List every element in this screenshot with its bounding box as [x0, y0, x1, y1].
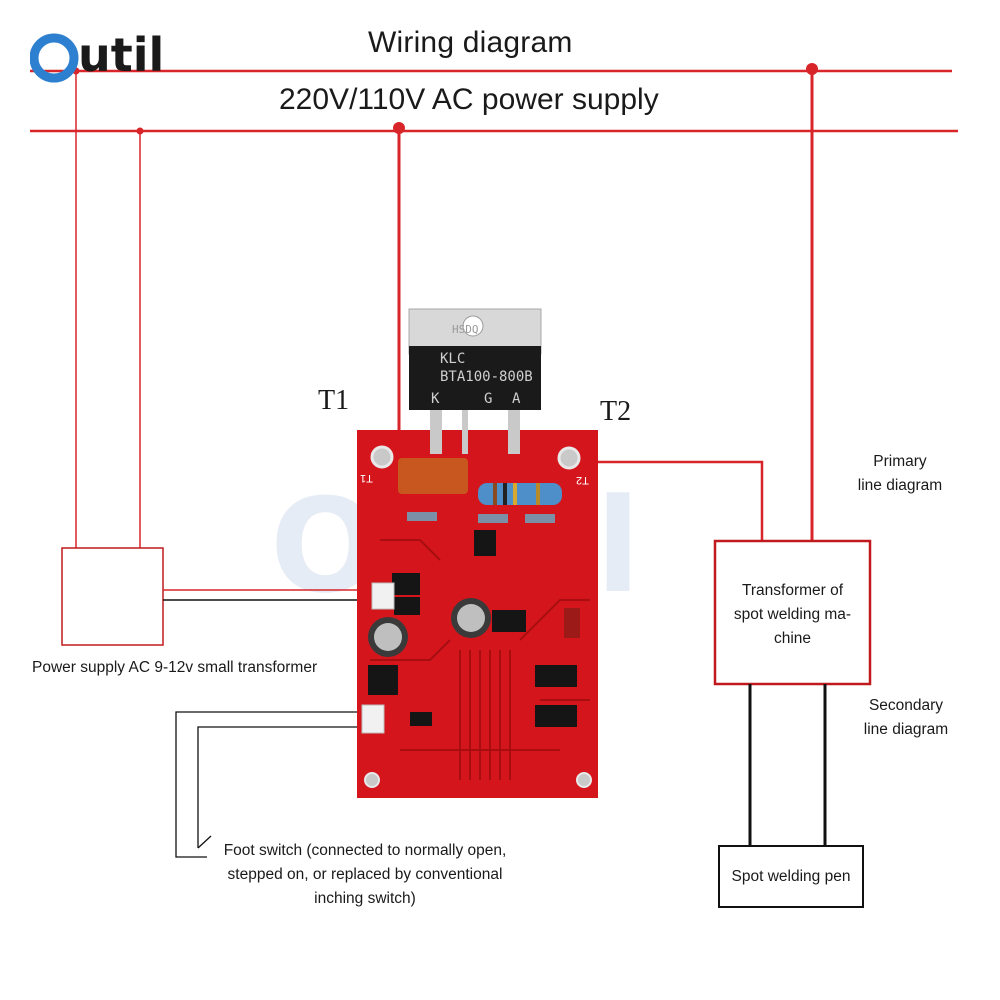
logo-text: util	[78, 28, 165, 82]
wire-t2-to-welder	[590, 460, 764, 541]
optocoupler-chip	[474, 530, 496, 556]
welder-transformer-line1: Transformer of	[741, 582, 844, 599]
smd-resistor	[478, 514, 508, 523]
triac-lead-g	[462, 410, 468, 454]
smd-part	[564, 608, 580, 638]
triac-pin-k: K	[431, 391, 440, 407]
welder-transformer-line3: chine	[773, 630, 812, 647]
triac-body	[409, 346, 541, 410]
mosfet	[392, 573, 420, 595]
welder-transformer-box	[713, 539, 872, 686]
triac-top-marking: HSDQ	[452, 323, 479, 336]
secondary-label-line2: line diagram	[863, 721, 949, 738]
junction-dot	[393, 122, 405, 134]
welding-pen-box	[718, 845, 864, 908]
electrolytic-capacitor-top	[457, 604, 485, 632]
pcb-mount-hole	[557, 446, 581, 470]
triac-lead-k	[430, 410, 442, 454]
small-transformer-box	[61, 547, 164, 646]
smd-resistor	[525, 514, 555, 523]
smd-resistor	[407, 512, 437, 521]
foot-switch-label-line1: Foot switch (connected to normally open,	[223, 842, 507, 859]
diagram-title: Wiring diagram	[368, 26, 573, 59]
foot-switch-wire-b	[197, 726, 362, 848]
electrolytic-capacitor-top	[374, 623, 402, 651]
welding-pen-label: Spot welding pen	[731, 868, 851, 885]
pcb-traces	[370, 539, 590, 780]
logo-ring-icon	[30, 33, 79, 83]
triac-mount-hole	[462, 315, 484, 337]
small-transformer-label: Power supply AC 9-12v small transformer	[32, 659, 318, 676]
pcb-mount-hole	[364, 772, 380, 788]
triac	[408, 308, 542, 454]
film-capacitor	[398, 458, 468, 494]
welder-transformer-line2: spot welding ma-	[733, 606, 852, 623]
ic-chip	[535, 705, 577, 727]
control-pcb	[357, 430, 598, 798]
junction-dot	[806, 63, 818, 75]
ic-chip	[492, 610, 526, 632]
foot-switch-label-line2: stepped on, or replaced by conventional	[227, 866, 503, 883]
pcb-mount-hole	[370, 445, 394, 469]
secondary-label-line1: Secondary	[868, 697, 944, 714]
primary-label-line1: Primary	[873, 453, 927, 470]
regulator	[368, 665, 398, 695]
mosfet	[394, 597, 420, 615]
pcb-t2-label: T2	[576, 474, 589, 486]
terminal-t2-label: T2	[600, 396, 632, 427]
triac-brand: KLC	[440, 351, 466, 367]
supply-label: 220V/110V AC power supply	[279, 83, 659, 116]
resistor-bands	[493, 483, 540, 505]
ic-chip	[535, 665, 577, 687]
triac-pin-a: A	[512, 391, 521, 407]
triac-lead-a	[508, 410, 520, 454]
foot-switch-contact	[197, 835, 212, 849]
power-connector	[371, 582, 395, 610]
power-resistor	[478, 483, 562, 505]
foot-switch-wire-a	[175, 711, 362, 858]
smd-part	[410, 712, 432, 726]
foot-switch-connector	[361, 704, 385, 734]
terminal-t1-label: T1	[318, 385, 350, 416]
triac-pin-g: G	[484, 391, 493, 407]
triac-model: BTA100-800B	[440, 369, 533, 385]
primary-label-line2: line diagram	[857, 477, 943, 494]
foot-switch-label-line3: inching switch)	[314, 890, 416, 907]
pcb-mount-hole	[576, 772, 592, 788]
pcb-t1-label: T1	[360, 472, 373, 484]
